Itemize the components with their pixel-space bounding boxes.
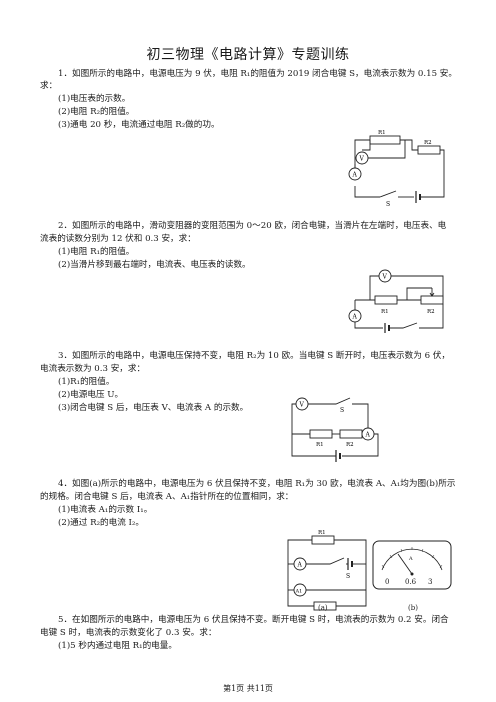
problem-4-text: 4．如图(a)所示的电路中，电源电压为 6 伏且保持不变，电阻 R₁为 30 欧…	[58, 479, 456, 489]
ammeter-icon: A	[297, 562, 303, 569]
circuit-diagram-2: V R1 R2 A	[345, 268, 450, 336]
voltmeter-icon: V	[382, 274, 388, 281]
voltmeter-icon: V	[359, 156, 365, 163]
label-r2: R2	[427, 309, 435, 315]
label-r1: R1	[381, 309, 389, 315]
problem-2-question: (1)电阻 R₁的阻值。	[58, 247, 135, 257]
caption-b: (b)	[408, 604, 418, 612]
label-r2: R2	[424, 140, 432, 146]
circuit-diagram-3: V S R1 R2 A	[288, 392, 388, 464]
problem-3-question: (1)R₁的阻值。	[58, 377, 115, 387]
circuit-diagram-1: R1 R2 V A S	[340, 130, 450, 208]
problem-1-question: (3)通电 20 秒，电流通过电阻 R₂做的功。	[58, 120, 220, 130]
problem-4-question: (2)通过 R₂的电流 I₂。	[58, 518, 144, 528]
problem-1-question: (1)电压表的示数。	[58, 94, 131, 104]
problem-1-text: 求：	[40, 81, 58, 91]
page-title: 初三物理《电路计算》专题训练	[146, 47, 350, 63]
problem-5-text: 电键 S 时，电流表的示数变化了 0.3 安。求：	[40, 628, 217, 638]
meter-terminal-0-6: 0.6	[405, 578, 417, 586]
circuit-diagram-4a: R1 A S A1 R2	[280, 528, 372, 614]
problem-5-question: (1)5 秒内通过电阻 R₁的电量。	[58, 641, 177, 651]
label-switch: S	[346, 573, 350, 580]
page-footer: 第1页 共11页	[223, 684, 273, 693]
problem-3-text: 3．如图所示的电路中，电源电压保持不变，电阻 R₂为 10 欧。当电键 S 断开…	[58, 351, 450, 361]
ammeter-icon: A	[365, 432, 371, 439]
problem-4-text: 的规格。闭合电键 S 后，电流表 A、A₁指针所在的位置相同，求：	[40, 492, 294, 502]
voltmeter-icon: V	[299, 402, 305, 409]
label-r1: R1	[318, 530, 326, 536]
problem-5-text: 5．在如图所示的电路中，电源电压为 6 伏且保持不变。断开电键 S 时，电流表的…	[58, 615, 449, 625]
meter-unit-label: A	[408, 556, 413, 562]
ammeter-icon: A	[352, 172, 358, 179]
problem-4-question: (1)电流表 A₁的示数 I₁。	[58, 505, 153, 515]
ammeter-dial-4b: A	[372, 540, 452, 590]
problem-1-question: (2)电阻 R₂的阻值。	[58, 107, 135, 117]
problem-2-question: (2)当滑片移到最右端时，电流表、电压表的读数。	[58, 260, 251, 270]
problem-1-text: 1．如图所示的电路中，电源电压为 9 伏，电阻 R₁的阻值为 2019 闭合电键…	[58, 69, 457, 79]
problem-3-question: (2)电源电压 U。	[58, 390, 124, 400]
problem-2-text: 2．如图所示的电路中，滑动变阻器的变阻范围为 0～20 欧，闭合电键，当滑片在左…	[58, 221, 447, 231]
meter-terminal-minus: 0	[385, 578, 390, 586]
problem-3-question: (3)闭合电键 S 后，电压表 V、电流表 A 的示数。	[58, 403, 249, 413]
label-r1: R1	[378, 130, 386, 136]
ammeter-icon: A	[352, 314, 358, 321]
label-switch: S	[340, 407, 344, 414]
label-r2: R2	[346, 442, 354, 448]
problem-2-text: 流表的读数分别为 12 伏和 0.3 安，求：	[40, 234, 196, 244]
label-r1: R1	[316, 442, 324, 448]
caption-a: (a)	[318, 604, 328, 612]
problem-3-text: 电流表示数为 0.3 安，求：	[40, 364, 146, 374]
label-switch: S	[386, 201, 390, 208]
ammeter-a1-icon: A1	[295, 589, 303, 595]
meter-terminal-3: 3	[428, 578, 433, 586]
